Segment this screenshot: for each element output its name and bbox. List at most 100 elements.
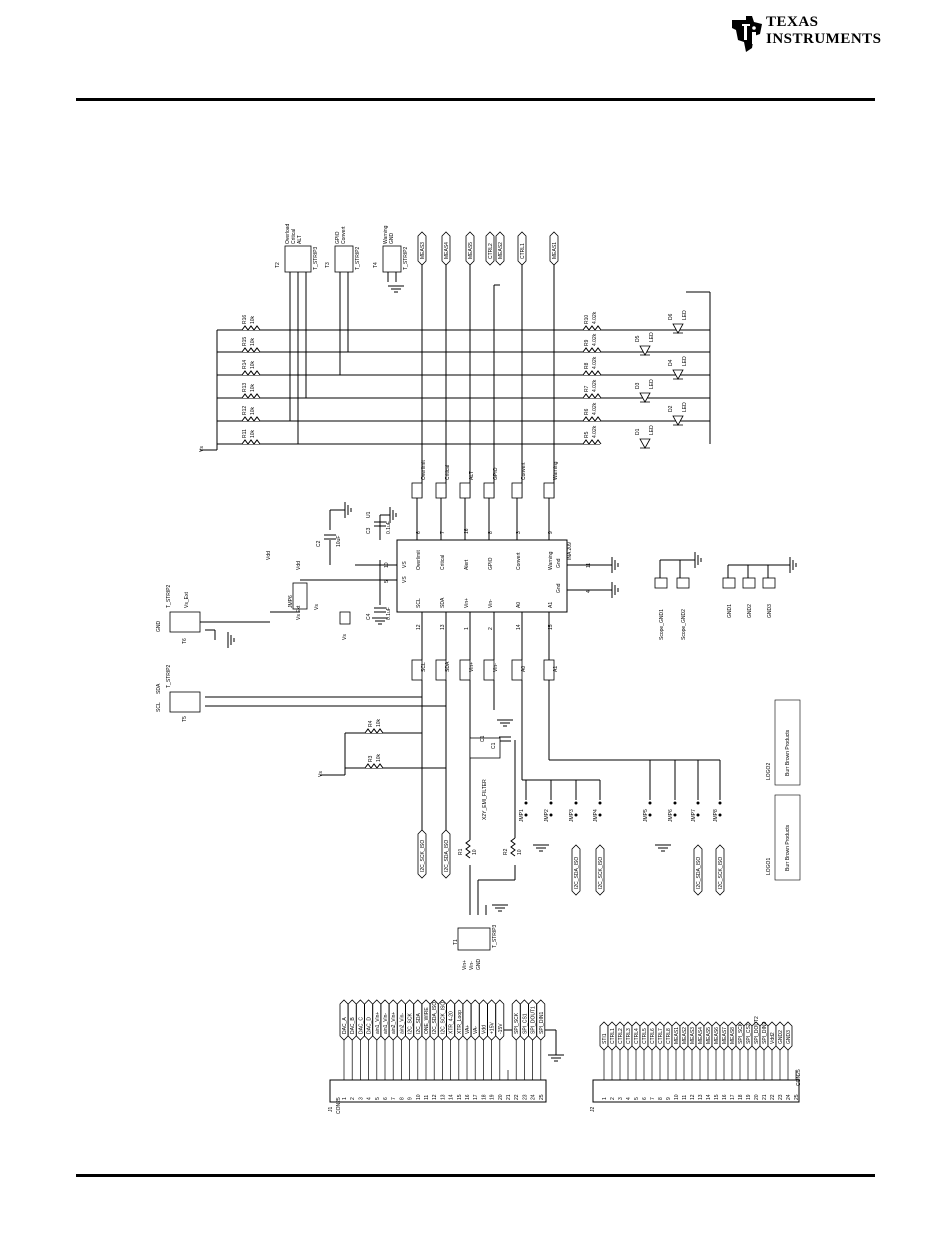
conn-port-label: XTR_Loop bbox=[457, 1010, 463, 1034]
test-point bbox=[483, 482, 495, 499]
resistor-val: 10k bbox=[376, 718, 382, 727]
u1-gnd-11 bbox=[611, 557, 619, 573]
vs-label: Vs bbox=[314, 604, 320, 610]
conn-pin-num: 10 bbox=[416, 1094, 422, 1100]
conn-pin-num: 14 bbox=[449, 1094, 455, 1100]
strip-label: GPIO bbox=[335, 231, 341, 244]
jumper-pin bbox=[718, 813, 722, 817]
resistor-ref: R13 bbox=[242, 383, 248, 392]
conn-port-label: GND2 bbox=[778, 1030, 784, 1044]
conn-port-label: MEAS4 bbox=[698, 1027, 704, 1044]
test-point bbox=[411, 482, 423, 499]
emi-filter-icon bbox=[469, 737, 501, 759]
terminal-strip bbox=[169, 691, 201, 713]
u1-pin-num: 1 bbox=[464, 627, 470, 630]
test-point bbox=[339, 611, 351, 625]
conn-pin-num: 7 bbox=[391, 1097, 397, 1100]
conn-port-label: ONE_WIRE bbox=[424, 1007, 430, 1034]
test-point bbox=[543, 482, 555, 499]
conn-port-label: +15V bbox=[490, 1022, 496, 1034]
led-resistor bbox=[582, 416, 602, 422]
resistor-ref: R14 bbox=[242, 360, 248, 369]
strip-part: T_STRIP3 bbox=[492, 924, 498, 948]
resistor-ref: R2 bbox=[503, 848, 509, 855]
test-point-label: Convert bbox=[521, 462, 527, 480]
conn-pin-num: 14 bbox=[706, 1094, 712, 1100]
strip-label: ALT bbox=[297, 235, 303, 244]
jumper-ref: JMP7 bbox=[691, 809, 697, 822]
brand-line-2: INSTRUMENTS bbox=[766, 31, 882, 47]
jumper-pin bbox=[673, 801, 677, 805]
filter-ref: X2Y_EMI_FILTER bbox=[482, 779, 488, 820]
conn-pin-num: 15 bbox=[457, 1094, 463, 1100]
resistor-ref: R12 bbox=[242, 406, 248, 415]
resistor-val: 10 bbox=[517, 849, 523, 855]
meas-port-label: MEAS4 bbox=[444, 242, 450, 259]
conn-pin-num: 16 bbox=[465, 1094, 471, 1100]
strip-label: Vs_Ext bbox=[184, 592, 190, 608]
jumper-block bbox=[292, 582, 308, 610]
u1-part: INA 209 bbox=[567, 542, 573, 560]
conn-pin-num: 13 bbox=[440, 1094, 446, 1100]
resistor-val: 10k bbox=[250, 406, 256, 415]
u1-pin-num: 2 bbox=[488, 627, 494, 630]
i2c-port-label: I2C_SCK_ISO bbox=[420, 840, 426, 872]
u1-pin-num: 3 bbox=[516, 531, 522, 534]
conn-port-label: STI1 bbox=[602, 1033, 608, 1044]
strip-ref: T3 bbox=[325, 262, 331, 268]
wires bbox=[200, 265, 800, 1103]
pullup-resistor bbox=[241, 416, 261, 422]
u1-pin-num: 14 bbox=[516, 624, 522, 630]
u1-pin-name: Convert bbox=[516, 552, 522, 570]
conn-port-label: CTRL5 bbox=[642, 1028, 648, 1044]
conn-pin-num: 24 bbox=[786, 1094, 792, 1100]
test-point-label: GPIO bbox=[493, 467, 499, 480]
led-ref: D1 bbox=[635, 428, 641, 435]
conn-port-label: DAC_B bbox=[350, 1017, 356, 1034]
u1-pin-num: 8 bbox=[488, 531, 494, 534]
conn-port-label: SPI_CS2 bbox=[746, 1023, 752, 1044]
u1-gnd-4 bbox=[611, 582, 619, 598]
conn-pin-num: 19 bbox=[746, 1094, 752, 1100]
strip-ref: T2 bbox=[275, 262, 281, 268]
resistor-val: 4.02k bbox=[592, 356, 598, 369]
conn-ref: J1 bbox=[328, 1107, 334, 1113]
jumper-ref: JMP8 bbox=[713, 809, 719, 822]
u1-pin-num: 7 bbox=[440, 531, 446, 534]
strip-label: Convert bbox=[341, 226, 347, 244]
conn-ref: J2 bbox=[590, 1107, 596, 1113]
u1-pin-name: Critical bbox=[440, 555, 446, 570]
t4-gnd bbox=[388, 285, 404, 293]
conn-pin-num: 25 bbox=[539, 1094, 545, 1100]
logo-ref: LOGO2 bbox=[766, 763, 772, 780]
test-point-label: Overlimit bbox=[421, 460, 427, 480]
u1-pin-name: Gnd bbox=[556, 583, 562, 593]
strip-label: Vin+ bbox=[462, 960, 468, 970]
jumper-ref: JMP4 bbox=[593, 809, 599, 822]
conn-port-label: CTRL7 bbox=[658, 1028, 664, 1044]
conn-port-label: I2C_SCK bbox=[408, 1012, 414, 1034]
conn-port-label: MEAS2 bbox=[682, 1027, 688, 1044]
shunt-resistor bbox=[465, 839, 471, 859]
jumper-pin bbox=[648, 801, 652, 805]
resistor-val: 10 bbox=[472, 849, 478, 855]
conn-port-label: ain2_Vin- bbox=[399, 1013, 405, 1034]
jmp-gnd bbox=[533, 844, 549, 852]
terminal-strip bbox=[334, 245, 354, 273]
jumper-pin bbox=[549, 801, 553, 805]
meas-port bbox=[495, 231, 505, 266]
t6-gnd bbox=[227, 632, 235, 648]
led-icon bbox=[639, 392, 651, 403]
led-ref: D4 bbox=[668, 359, 674, 366]
test-point bbox=[742, 577, 756, 589]
strip-label: GND bbox=[476, 959, 482, 971]
cap-val: 10uF bbox=[336, 536, 342, 547]
led-resistor bbox=[582, 347, 602, 353]
led-resistor bbox=[582, 370, 602, 376]
test-point bbox=[435, 482, 447, 499]
logo-box bbox=[774, 794, 801, 881]
jumper-pin bbox=[524, 801, 528, 805]
jumper-ref: JMP6 bbox=[288, 595, 294, 608]
logo-text: Burr Brown Products bbox=[785, 824, 791, 871]
strip-label: SDA bbox=[156, 683, 162, 694]
